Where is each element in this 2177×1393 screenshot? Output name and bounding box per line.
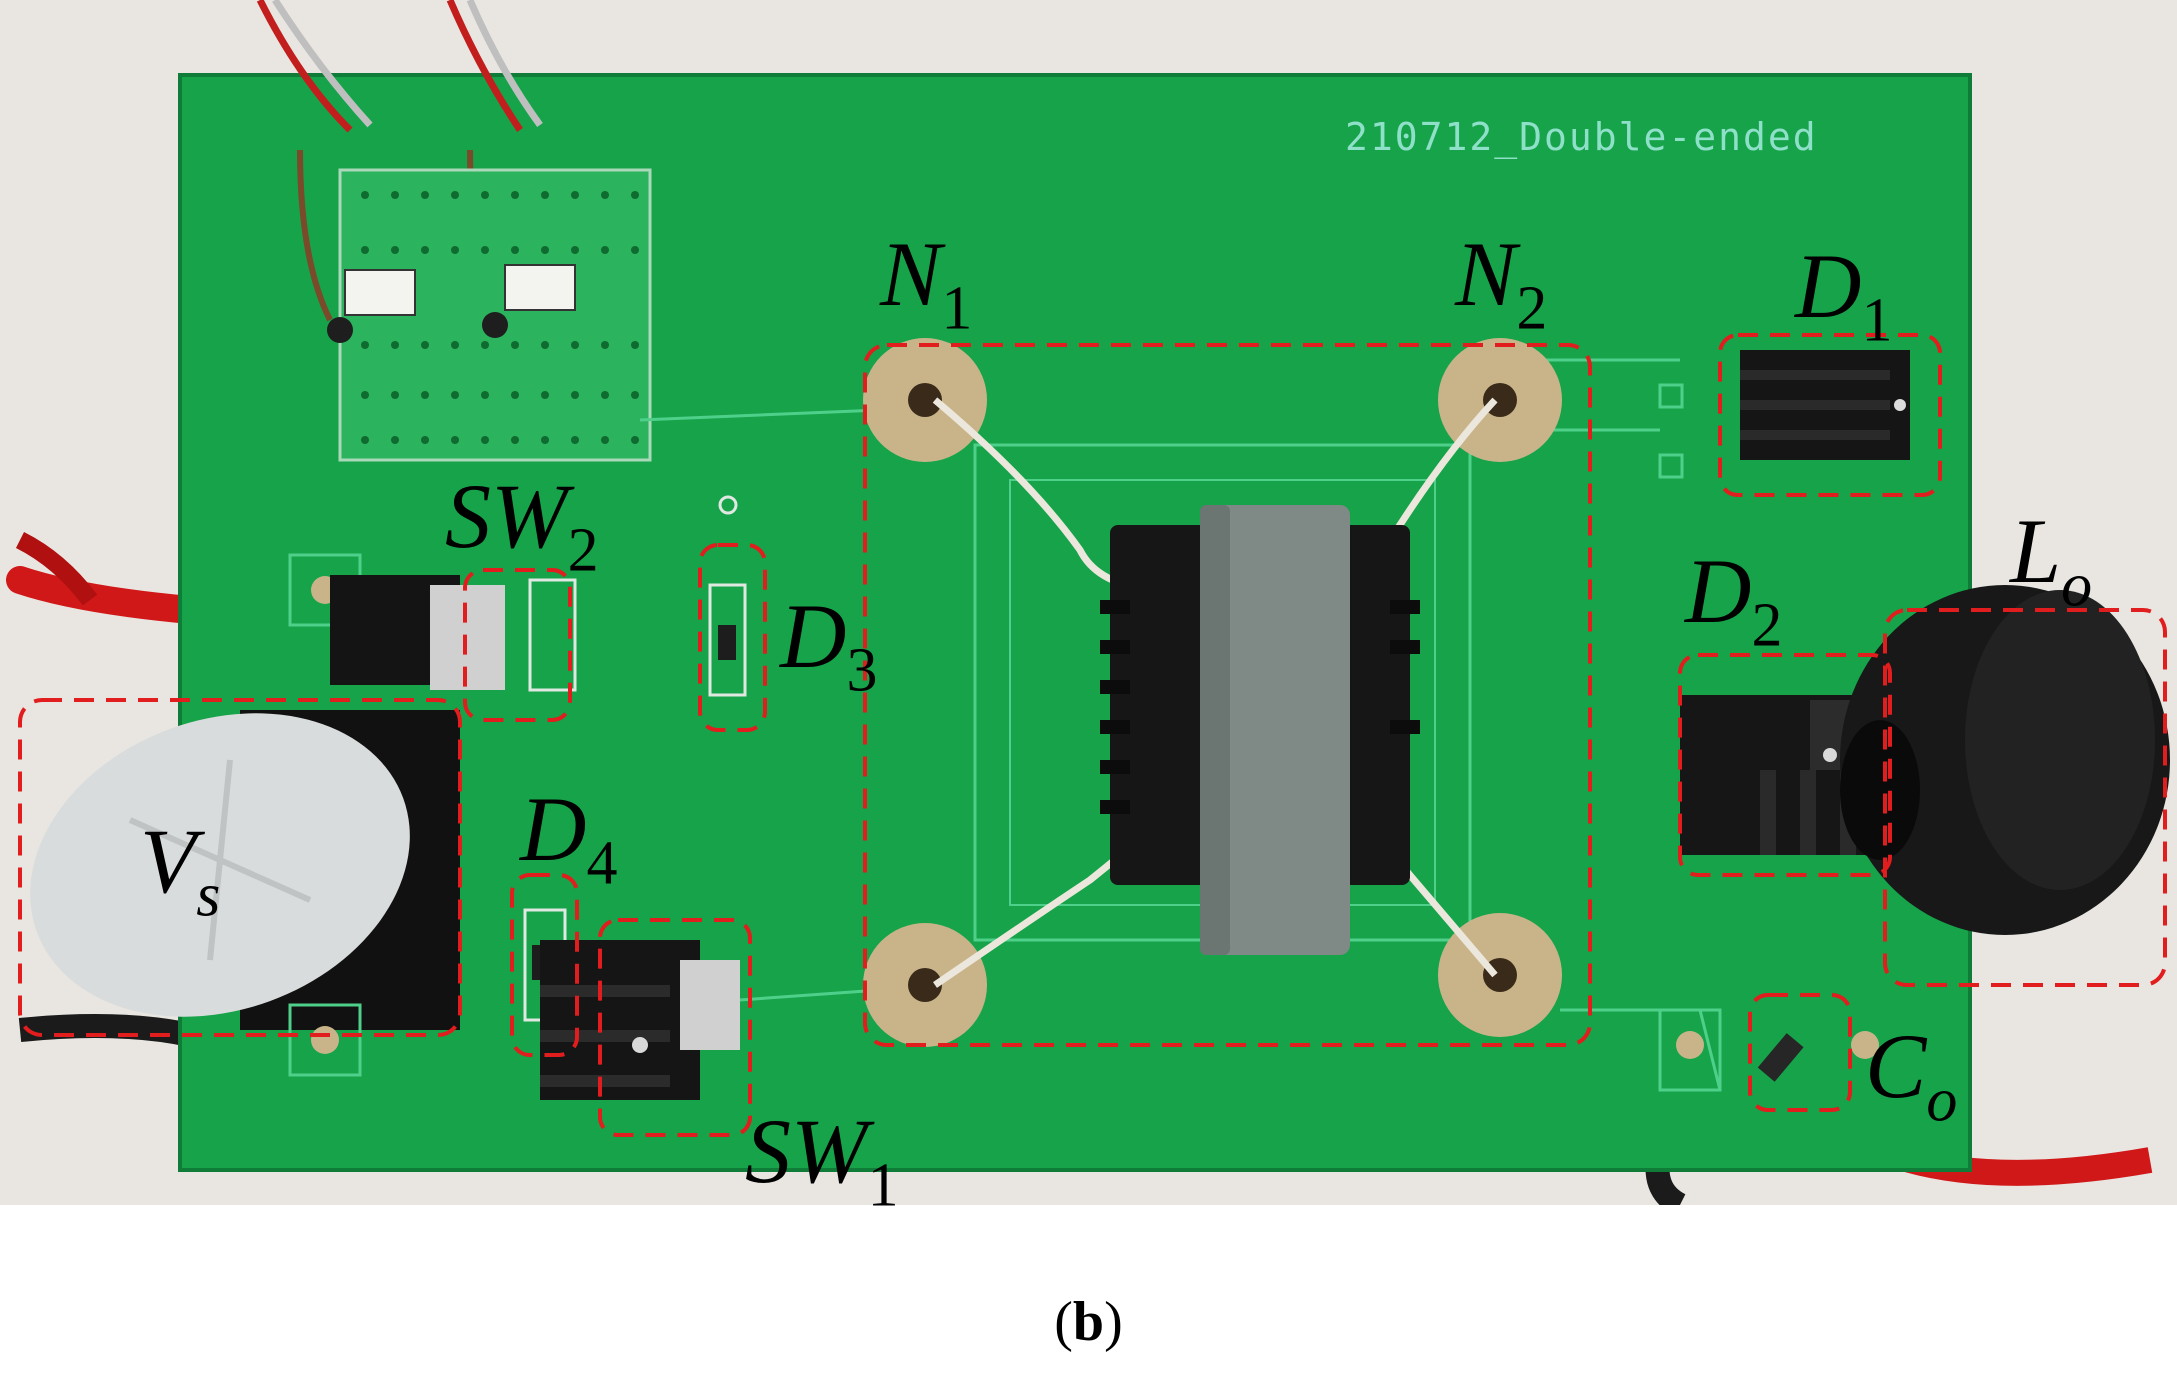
annotation-boxes <box>18 333 2167 1137</box>
signal-wire-5 <box>297 149 333 322</box>
sw1-heatsink <box>540 940 700 1100</box>
bobbin-fins <box>1100 600 1420 814</box>
sw1-package <box>680 960 740 1050</box>
signal-wire-1 <box>256 0 353 133</box>
board-silkscreen: 210712_Double-ended <box>1345 115 1818 159</box>
j5-pad <box>1658 453 1684 479</box>
pad-n1-hole <box>908 383 942 417</box>
d1-screw <box>1894 399 1906 411</box>
d1-heatsink-fins <box>1740 370 1890 440</box>
perfboard-holes <box>361 191 639 444</box>
label-sw2: SW2 <box>445 465 599 585</box>
pad-sw1-hole <box>908 968 942 1002</box>
label-lo: Lo <box>2010 500 2093 620</box>
box-sw2 <box>463 568 572 722</box>
lo-toroid-hole <box>1840 720 1920 860</box>
pcb-photo <box>0 0 2177 1205</box>
d3-diode <box>718 625 736 660</box>
signal-wire-2 <box>272 0 373 128</box>
signal-wire-3 <box>446 0 523 132</box>
small-capacitor-2 <box>482 312 508 338</box>
sw2-footprint <box>528 578 577 692</box>
lo-toroid-shade <box>1965 590 2155 890</box>
box-lo <box>1883 608 2167 987</box>
pad1-hole <box>1851 1031 1879 1059</box>
label-co: Co <box>1865 1015 1958 1135</box>
j4-pad <box>1658 383 1684 409</box>
vs-capacitor-vent <box>128 759 312 961</box>
figure-caption: (b) <box>1054 1291 1123 1353</box>
box-d4 <box>510 873 579 1057</box>
j6-pad <box>718 495 738 515</box>
box-d3 <box>698 543 767 732</box>
j8-hole <box>311 1026 339 1054</box>
signal-wire-4 <box>466 0 543 128</box>
label-vs: Vs <box>140 810 221 930</box>
box-d1 <box>1718 333 1942 497</box>
j8-pad <box>288 1003 362 1077</box>
label-n2: N2 <box>1455 223 1548 343</box>
ground-wire-left <box>18 1014 193 1047</box>
box-sw1 <box>598 918 752 1137</box>
label-d2: D2 <box>1685 540 1783 660</box>
sw1-screw <box>632 1037 648 1053</box>
box-co <box>1748 993 1852 1112</box>
box-vs <box>18 698 462 1037</box>
transformer-core <box>1200 505 1350 955</box>
d2-screw <box>1823 748 1837 762</box>
transformer-core-shade <box>1200 505 1230 955</box>
label-n1: N1 <box>880 223 973 343</box>
pad2 <box>1658 1008 1722 1092</box>
box-transformer <box>863 343 1592 1047</box>
label-d3: D3 <box>780 585 878 705</box>
trace-5 <box>739 988 881 1002</box>
small-capacitor-1 <box>327 317 353 343</box>
label-d1: D1 <box>1795 235 1893 355</box>
box-d2 <box>1678 653 1892 877</box>
power-wire-left-2 <box>15 531 98 606</box>
pad2-hole <box>1676 1031 1704 1059</box>
co-capacitor <box>1757 1033 1804 1082</box>
label-d4: D4 <box>520 778 618 898</box>
d3-footprint <box>708 583 747 697</box>
sw2-package <box>430 585 505 690</box>
optocoupler-2 <box>504 264 576 311</box>
optocoupler-1 <box>344 269 416 316</box>
label-sw1: SW1 <box>745 1100 899 1220</box>
